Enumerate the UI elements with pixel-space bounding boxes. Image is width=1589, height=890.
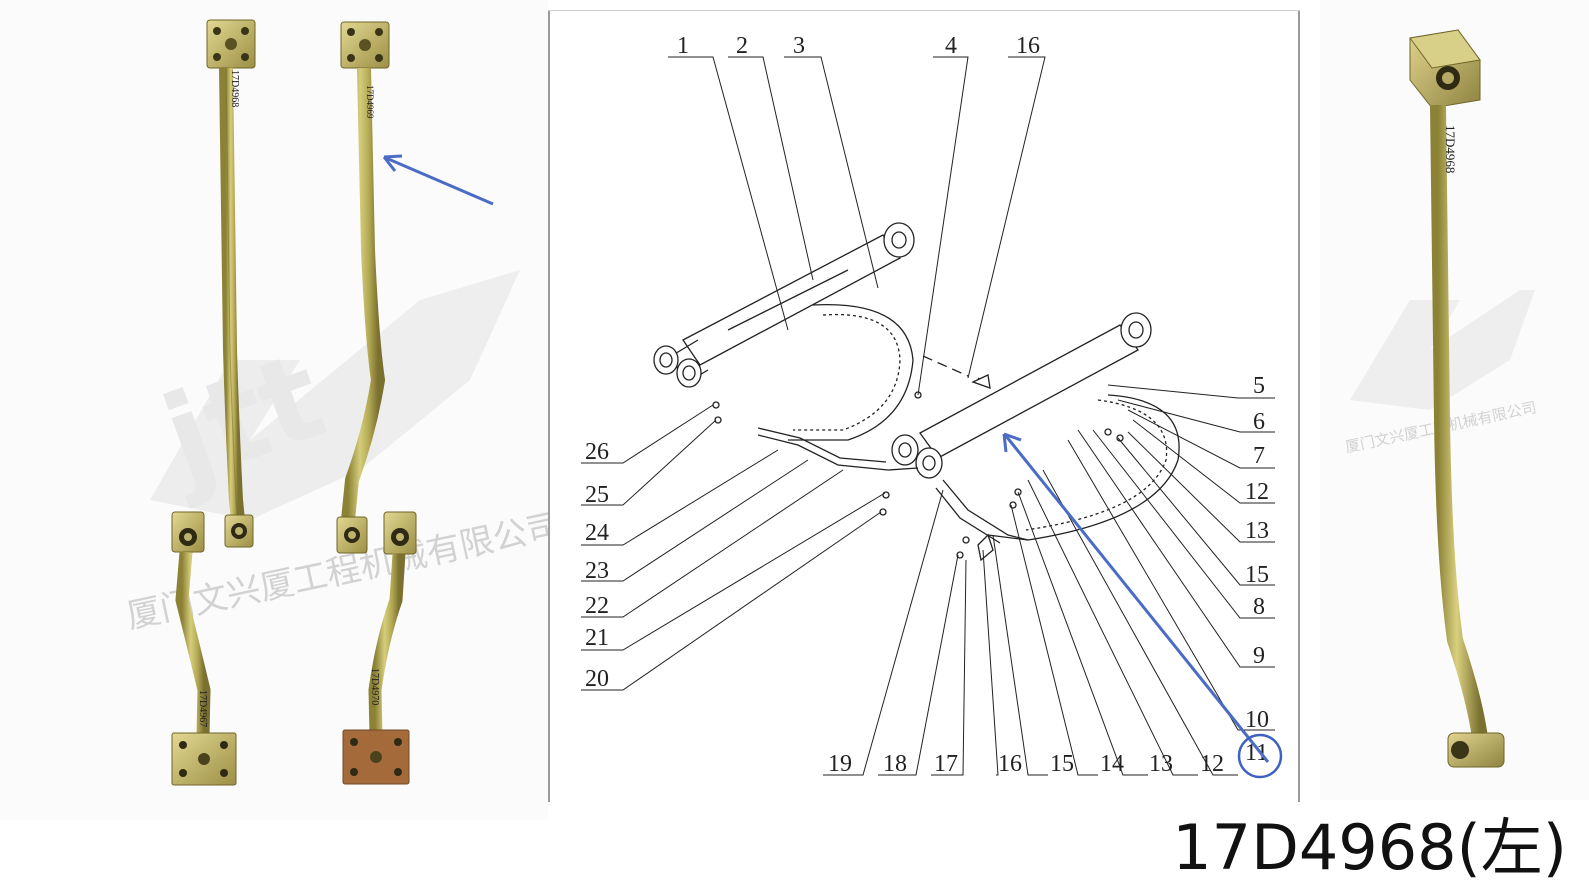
callout-22: 22 <box>585 593 609 619</box>
callout-8: 8 <box>1253 594 1265 620</box>
callout-12-right: 12 <box>1245 479 1269 505</box>
callout-17: 17 <box>934 751 958 777</box>
callout-2: 2 <box>736 33 748 59</box>
callout-16-top: 16 <box>1016 33 1040 59</box>
diagram-frame-left <box>548 10 550 802</box>
callout-19: 19 <box>828 751 852 777</box>
callout-11: 11 <box>1245 740 1268 766</box>
callout-5: 5 <box>1253 373 1265 399</box>
callout-3: 3 <box>793 33 805 59</box>
top-left-rod: 17D4968 <box>206 19 256 548</box>
callout-14: 14 <box>1100 751 1124 777</box>
callout-12-bottom: 12 <box>1200 751 1224 777</box>
single-rod: 17D4968 <box>1409 29 1505 768</box>
callout-15-right: 15 <box>1245 562 1269 588</box>
leader-lines <box>581 56 1275 776</box>
callout-23: 23 <box>585 558 609 584</box>
callout-numbers: 1 2 3 4 16 5 6 7 12 13 15 8 9 10 11 26 2… <box>585 33 1269 777</box>
top-right-rod-mark: 17D4969 <box>365 85 375 119</box>
callout-9: 9 <box>1253 643 1265 669</box>
top-right-rod: 17D4969 <box>336 21 390 554</box>
callout-15-bottom: 15 <box>1050 751 1074 777</box>
right-part-illustration: 厦门文兴厦工程机械有限公司 17D4968 <box>1344 29 1538 768</box>
callout-7: 7 <box>1253 443 1265 469</box>
diagram-frame-top <box>548 10 1300 11</box>
bottom-left-rod: 17D4967 <box>171 511 237 786</box>
callout-18: 18 <box>883 751 907 777</box>
right-rod-mark: 17D4968 <box>1443 125 1458 173</box>
part-number-caption: 17D4968(左) <box>1172 811 1567 884</box>
bottom-right-rod-mark: 17D4970 <box>369 668 380 705</box>
bottom-left-rod-mark: 17D4967 <box>197 690 208 727</box>
highlight-circle-icon <box>1237 733 1283 779</box>
callout-4: 4 <box>945 33 957 59</box>
top-left-rod-mark: 17D4968 <box>229 70 240 107</box>
fasteners <box>712 374 1124 562</box>
callout-21: 21 <box>585 625 609 651</box>
watermark-logo: jtt <box>143 270 520 520</box>
left-cylinder <box>653 222 915 388</box>
callout-24: 24 <box>585 520 609 546</box>
highlight-annotation <box>1002 432 1283 779</box>
exploded-parts-diagram: 1 2 3 4 16 5 6 7 12 13 15 8 9 10 11 26 2… <box>548 0 1318 812</box>
callout-25: 25 <box>585 482 609 508</box>
pointer-arrow-icon <box>382 154 494 206</box>
bottom-right-rod: 17D4970 <box>342 511 417 785</box>
right-part-photo: 厦门文兴厦工程机械有限公司 17D4968 <box>1320 0 1589 800</box>
right-cylinder <box>891 312 1152 479</box>
callout-20: 20 <box>585 666 609 692</box>
diagram-frame-right <box>1298 10 1300 802</box>
callout-6: 6 <box>1253 409 1265 435</box>
left-part-photo: jtt 厦门文兴厦工程机械有限公司 17D4968 17D4969 <box>0 0 564 820</box>
callout-26: 26 <box>585 439 609 465</box>
callout-13-right: 13 <box>1245 518 1269 544</box>
callout-1: 1 <box>677 33 689 59</box>
callout-10: 10 <box>1245 707 1269 733</box>
left-part-illustration: jtt 厦门文兴厦工程机械有限公司 17D4968 17D4969 <box>123 19 564 786</box>
callout-13-bottom: 13 <box>1149 751 1173 777</box>
cylinder-assembly-drawing: 1 2 3 4 16 5 6 7 12 13 15 8 9 10 11 26 2… <box>581 33 1283 779</box>
callout-16-bottom: 16 <box>998 751 1022 777</box>
